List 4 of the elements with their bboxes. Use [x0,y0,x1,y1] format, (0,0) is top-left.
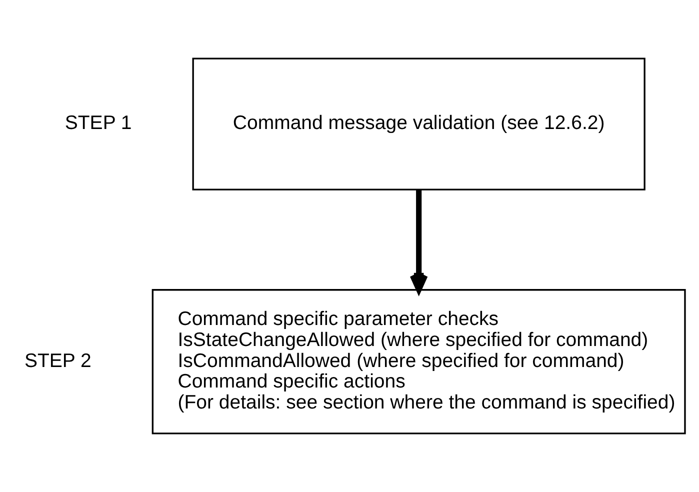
node-box: Command specific parameter checks IsStateChangeAllowed (where specified for command) IsCommandAllowed (where specified for command) Command specific actions (For details: see section where the command is specified) [152,289,686,434]
node-label: STEP 2 [24,350,92,372]
node-label: STEP 1 [64,112,132,134]
node-box: Command message validation (see 12.6.2) [192,58,646,190]
